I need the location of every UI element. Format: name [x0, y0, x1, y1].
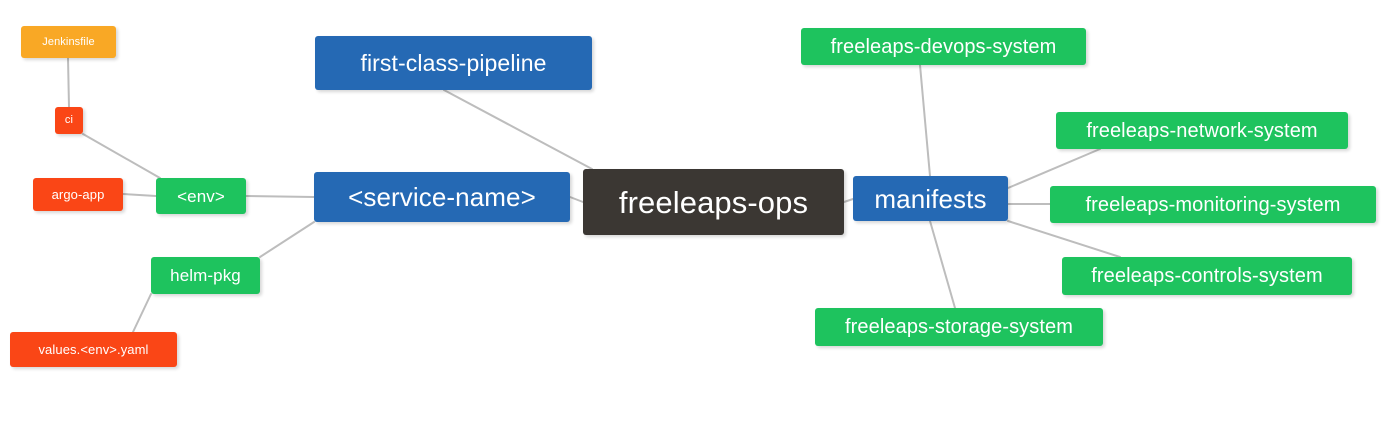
edge-helm-to-values [132, 293, 152, 333]
mindmap-node-controls[interactable]: freeleaps-controls-system [1062, 257, 1352, 295]
node-label-pipeline: first-class-pipeline [360, 49, 547, 76]
mindmap-node-argo[interactable]: argo-app [33, 178, 123, 211]
mindmap-node-service[interactable]: <service-name> [314, 172, 570, 222]
node-label-storage: freeleaps-storage-system [844, 316, 1074, 338]
node-label-values: values.<env>.yaml [38, 342, 149, 357]
mindmap-node-env[interactable]: <env> [156, 178, 246, 214]
mindmap-node-network[interactable]: freeleaps-network-system [1056, 112, 1348, 149]
edge-manifests-to-controls [1007, 220, 1121, 258]
edge-manifests-to-storage [929, 220, 956, 309]
node-label-jenkinsfile: Jenkinsfile [42, 35, 95, 48]
node-label-manifests: manifests [874, 183, 987, 214]
node-label-helm: helm-pkg [170, 266, 241, 285]
node-label-network: freeleaps-network-system [1086, 119, 1318, 142]
mindmap-node-jenkinsfile[interactable]: Jenkinsfile [21, 26, 116, 58]
mindmap-node-pipeline[interactable]: first-class-pipeline [315, 36, 592, 90]
node-label-service: <service-name> [348, 182, 536, 212]
mindmap-node-ci[interactable]: ci [55, 107, 83, 134]
mindmap-node-helm[interactable]: helm-pkg [151, 257, 260, 294]
node-label-argo: argo-app [51, 187, 105, 202]
mindmap-node-root[interactable]: freeleaps-ops [583, 169, 844, 235]
edge-root-to-service [569, 196, 584, 203]
node-label-devops: freeleaps-devops-system [830, 35, 1057, 58]
edge-service-to-helm [259, 221, 315, 258]
node-label-root: freeleaps-ops [618, 184, 809, 220]
edge-env-to-ci [82, 133, 161, 179]
mindmap-node-values[interactable]: values.<env>.yaml [10, 332, 177, 367]
node-label-env: <env> [177, 186, 225, 206]
node-label-monitoring: freeleaps-monitoring-system [1085, 193, 1341, 216]
edge-service-to-env [245, 195, 315, 198]
mindmap-node-storage[interactable]: freeleaps-storage-system [815, 308, 1103, 346]
mindmap-node-devops[interactable]: freeleaps-devops-system [801, 28, 1086, 65]
node-label-controls: freeleaps-controls-system [1091, 265, 1323, 287]
edge-manifests-to-devops [919, 64, 931, 177]
edge-env-to-argo [122, 193, 157, 197]
edge-ci-to-jenkinsfile [67, 57, 70, 108]
node-label-ci: ci [64, 114, 74, 126]
edge-root-to-pipeline [443, 89, 593, 170]
edge-root-to-manifests [843, 198, 854, 203]
mindmap-node-manifests[interactable]: manifests [853, 176, 1008, 221]
edge-manifests-to-network [1007, 148, 1101, 189]
mindmap-node-monitoring[interactable]: freeleaps-monitoring-system [1050, 186, 1376, 223]
